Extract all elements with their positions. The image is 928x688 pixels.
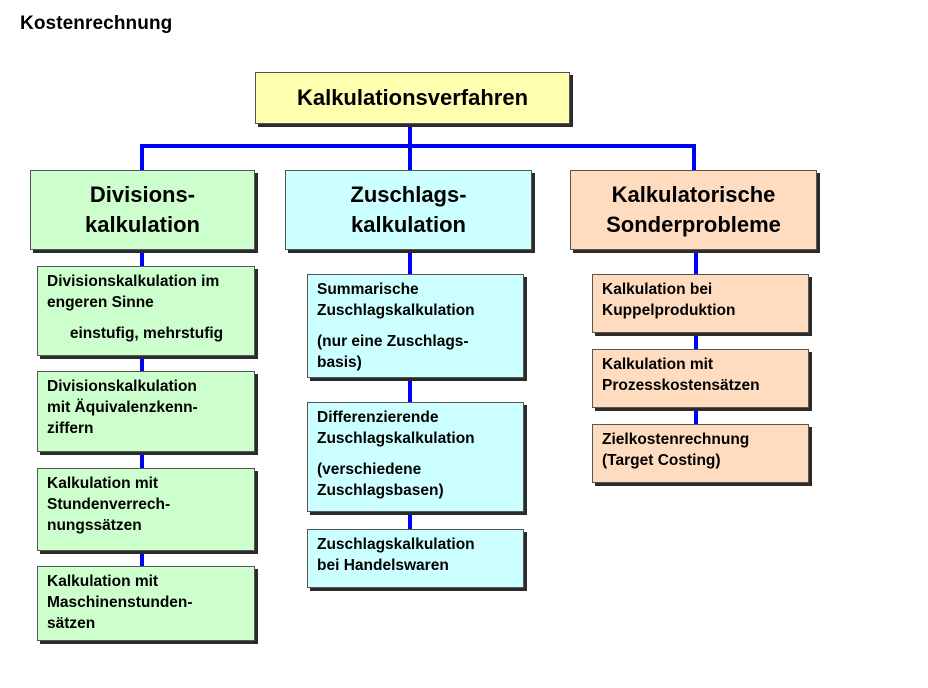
- item-line1: Kalkulation mit: [47, 475, 159, 492]
- item-line1: Zielkostenrechnung: [602, 431, 750, 448]
- item-line3: nungssätzen: [47, 517, 142, 534]
- item-line1: Differenzierende: [317, 409, 439, 426]
- item-zuschlagskalkulation-handelswaren: Zuschlagskalkulation bei Handelswaren: [307, 529, 524, 588]
- item-divisionskalkulation-engeren-sinne: Divisionskalkulation im engeren Sinne ei…: [37, 266, 255, 356]
- item-sub2: Zuschlagsbasen): [317, 482, 444, 499]
- category-divisionskalkulation: Divisions- kalkulation: [30, 170, 255, 250]
- item-zielkostenrechnung: Zielkostenrechnung (Target Costing): [592, 424, 809, 483]
- item-kalkulation-prozesskostensaetze: Kalkulation mit Prozesskostensätzen: [592, 349, 809, 408]
- item-line2: (Target Costing): [602, 452, 721, 469]
- category-line2: kalkulation: [85, 212, 200, 237]
- item-kalkulation-maschinenstunden: Kalkulation mit Maschinenstunden- sätzen: [37, 566, 255, 641]
- item-line1: Kalkulation mit: [602, 356, 714, 373]
- item-sub1: (verschiedene: [317, 461, 422, 478]
- item-kalkulation-stundenverrechnung: Kalkulation mit Stundenverrech- nungssät…: [37, 468, 255, 551]
- item-sub2: basis): [317, 354, 362, 371]
- category-line2: Sonderprobleme: [606, 212, 781, 237]
- item-line2: Zuschlagskalkulation: [317, 302, 475, 319]
- item-line1: Zuschlagskalkulation: [317, 536, 475, 553]
- item-line2: Maschinenstunden-: [47, 594, 193, 611]
- root-label: Kalkulationsverfahren: [296, 85, 529, 110]
- item-sub1: (nur eine Zuschlags-: [317, 333, 469, 350]
- item-differenzierende-zuschlagskalkulation: Differenzierende Zuschlagskalkulation (v…: [307, 402, 524, 512]
- page-title: Kostenrechnung: [20, 13, 173, 34]
- item-line1: Summarische: [317, 281, 419, 298]
- item-line2: Kuppelproduktion: [602, 302, 736, 319]
- item-line1: Divisionskalkulation im: [47, 273, 220, 290]
- item-line3: ziffern: [47, 420, 94, 437]
- category-line2: kalkulation: [351, 212, 466, 237]
- item-line3: sätzen: [47, 615, 96, 632]
- category-line1: Zuschlags-: [350, 182, 467, 207]
- item-line2: bei Handelswaren: [317, 557, 449, 574]
- root-node: Kalkulationsverfahren: [255, 72, 570, 124]
- item-sub: einstufig, mehrstufig: [69, 325, 224, 342]
- item-divisionskalkulation-aequivalenz: Divisionskalkulation mit Äquivalenzkenn-…: [37, 371, 255, 452]
- category-line1: Divisions-: [89, 182, 196, 207]
- item-line2: engeren Sinne: [47, 294, 154, 311]
- item-line2: Zuschlagskalkulation: [317, 430, 475, 447]
- item-summarische-zuschlagskalkulation: Summarische Zuschlagskalkulation (nur ei…: [307, 274, 524, 378]
- category-zuschlagskalkulation: Zuschlags- kalkulation: [285, 170, 532, 250]
- item-line2: Stundenverrech-: [47, 496, 171, 513]
- item-line2: Prozesskostensätzen: [602, 377, 760, 394]
- item-line1: Divisionskalkulation: [47, 378, 197, 395]
- category-line1: Kalkulatorische: [611, 182, 776, 207]
- category-kalkulatorische-sonderprobleme: Kalkulatorische Sonderprobleme: [570, 170, 817, 250]
- item-line1: Kalkulation bei: [602, 281, 713, 298]
- item-line1: Kalkulation mit: [47, 573, 159, 590]
- item-line2: mit Äquivalenzkenn-: [47, 399, 198, 416]
- item-kalkulation-kuppelproduktion: Kalkulation bei Kuppelproduktion: [592, 274, 809, 333]
